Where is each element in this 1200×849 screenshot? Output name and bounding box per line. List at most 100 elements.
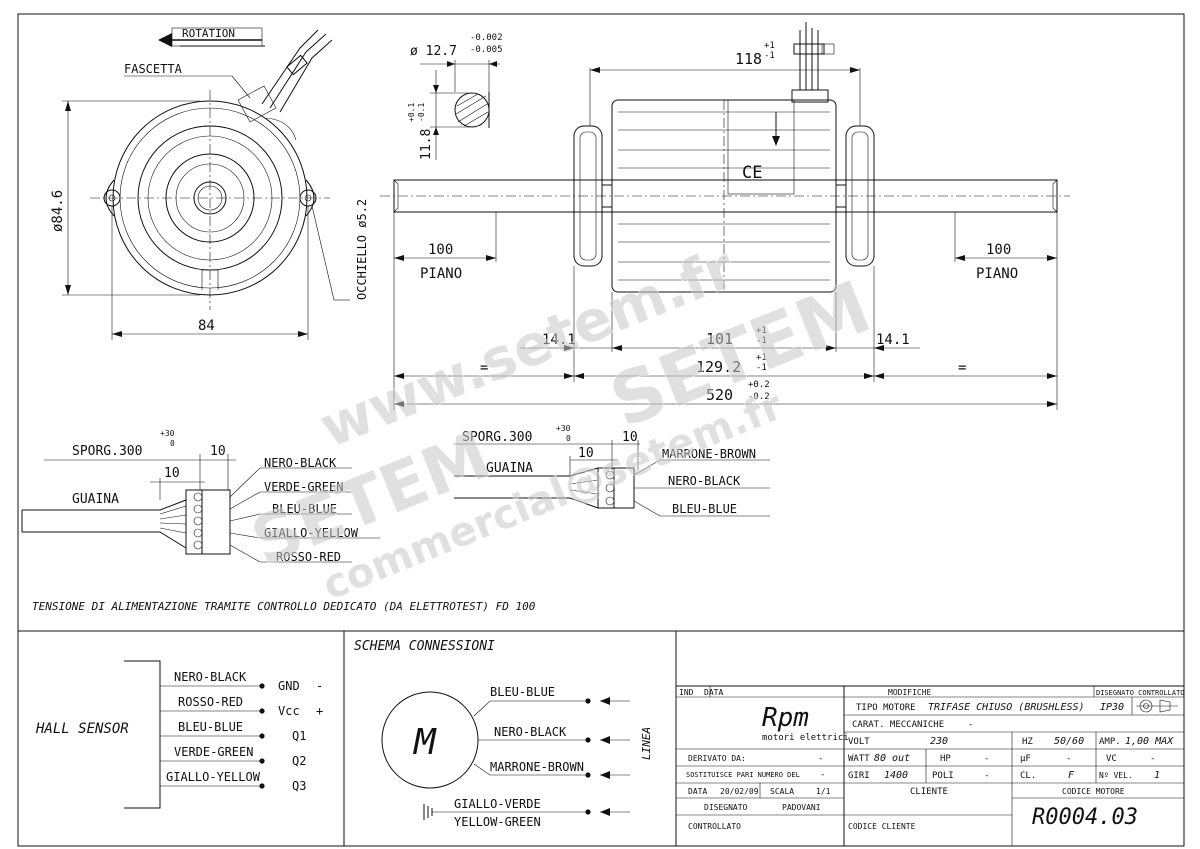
tb-hz-label: HZ <box>1022 737 1033 747</box>
connector-left-sporg: SPORG.300 <box>72 444 142 459</box>
hall-sign-2: + <box>316 704 323 718</box>
tb-disegnato-value: PADOVANI <box>782 803 821 812</box>
tb-hp-value: - <box>984 754 989 764</box>
hall-wire-5: GIALLO-YELLOW <box>166 770 261 784</box>
front-view: ROTATION FASCETTA <box>50 27 369 340</box>
schema-wire-1: BLEU-BLUE <box>490 685 555 699</box>
dim-129-2: 129.2 <box>696 358 741 376</box>
connector-right-wire-2: NERO-BLACK <box>668 474 741 488</box>
dim-14-1-right: 14.1 <box>876 332 910 348</box>
connector-left-wire-5: ROSSO-RED <box>276 550 341 564</box>
tb-cliente-label: CLIENTE <box>910 787 948 797</box>
dim-101: 101 <box>706 330 733 348</box>
ground-label-it: GIALLO-VERDE <box>454 797 541 811</box>
schema-title: SCHEMA CONNESSIONI <box>354 639 495 654</box>
dim-129-2-tol-upper: +1 <box>756 353 767 363</box>
ce-mark: CE <box>742 163 762 183</box>
tb-sostituisce-label: SOSTITUISCE PARI NUMERO DEL <box>686 771 800 779</box>
tb-volt-label: VOLT <box>848 737 870 747</box>
tb-scala-label: SCALA <box>770 787 794 796</box>
shaft-diameter-tol-upper: -0.002 <box>470 33 503 43</box>
tb-nvel-value: 1 <box>1154 770 1160 781</box>
tb-poli-value: - <box>984 771 989 781</box>
piano-right-value: 100 <box>986 242 1011 258</box>
hall-wire-4: VERDE-GREEN <box>174 745 253 759</box>
tb-tipo-label: TIPO MOTORE <box>856 703 916 713</box>
dim-101-tol-upper: +1 <box>756 326 767 336</box>
tb-volt-value: 230 <box>930 736 948 747</box>
supply-note: TENSIONE DI ALIMENTAZIONE TRAMITE CONTRO… <box>32 600 536 613</box>
hall-signal-4: Q2 <box>292 754 306 768</box>
connector-left-wire-1: NERO-BLACK <box>264 456 337 470</box>
connector-left-dim-10-b: 10 <box>164 466 180 481</box>
schema-connessioni: SCHEMA CONNESSIONI M BLEU-BLUE NERO-BLAC… <box>354 639 653 829</box>
tb-data-value: 20/02/09 <box>720 787 759 796</box>
shaft-diameter-label: ø 12.7 <box>410 44 457 59</box>
shaft-flat-label: 11.8 <box>419 129 434 160</box>
tb-uf-label: µF <box>1020 754 1031 764</box>
hall-sign-1: - <box>316 679 323 693</box>
drawing-border <box>17 13 1185 847</box>
piano-left-value: 100 <box>428 242 453 258</box>
connector-left-wire-3: BLEU-BLUE <box>272 502 337 516</box>
dim-118: 118 <box>735 50 762 68</box>
tb-amp-label: AMP. <box>1099 737 1121 747</box>
connector-right: SPORG.300 +30 0 10 10 GUAINA MARRONE-BRO… <box>454 424 770 517</box>
hall-signal-5: Q3 <box>292 779 306 793</box>
dim-14-1-left: 14.1 <box>542 332 576 348</box>
hall-wire-3: BLEU-BLUE <box>178 720 243 734</box>
tb-amp-value: 1,00 MAX <box>1125 736 1174 747</box>
tb-controllato-label: CONTROLLATO <box>688 822 741 831</box>
rpm-logo-sub: motori elettrici <box>762 733 849 743</box>
hall-wire-2: ROSSO-RED <box>178 695 243 709</box>
connector-left-wire-4: GIALLO-YELLOW <box>264 526 359 540</box>
tb-codice-motore-value: R0004.03 <box>1032 805 1138 830</box>
connector-right-dim-10-a: 10 <box>622 430 638 445</box>
tb-modifiche: MODIFICHE <box>888 688 932 697</box>
side-view: CE 118 +1 -1 100 PIANO 100 PIANO <box>380 22 1070 410</box>
tb-codice-cliente-label: CODICE CLIENTE <box>848 822 916 831</box>
tb-vc-value: - <box>1150 754 1155 764</box>
shaft-detail: ø 12.7 -0.002 -0.005 11.8 +0.1 -0.1 <box>407 33 503 160</box>
ground-label-en: YELLOW-GREEN <box>454 815 541 829</box>
shaft-diameter-tol-lower: -0.005 <box>470 45 503 55</box>
connector-left-guaina: GUAINA <box>72 492 119 507</box>
hall-sensor-title: HALL SENSOR <box>35 721 129 737</box>
hall-wire-1: NERO-BLACK <box>174 670 247 684</box>
connector-left-dim-10-a: 10 <box>210 444 226 459</box>
dim-520-tol-lower: -0.2 <box>748 392 770 402</box>
tb-carat-label: CARAT. MECCANICHE <box>852 720 944 730</box>
hall-signal-2: Vcc <box>278 704 300 718</box>
tb-tipo-value: TRIFASE CHIUSO (BRUSHLESS) <box>928 702 1085 713</box>
connector-right-dim-10-b: 10 <box>578 446 594 461</box>
tb-carat-value: - <box>968 720 973 730</box>
tb-data-label: DATA <box>688 787 707 796</box>
dim-equal-right: = <box>958 360 966 376</box>
connector-right-guaina: GUAINA <box>486 461 533 476</box>
tb-codice-motore-label: CODICE MOTORE <box>1062 787 1125 796</box>
tb-disegnato-controllato: DISEGNATO CONTROLLATO <box>1096 689 1185 697</box>
dim-101-tol-lower: -1 <box>756 336 767 346</box>
motor-letter: M <box>412 722 437 763</box>
tb-derivato-label: DERIVATO DA: <box>688 754 746 763</box>
hall-signal-1: GND <box>278 679 300 693</box>
connector-right-sporg-tol-lower: 0 <box>566 434 571 443</box>
hall-signal-3: Q1 <box>292 729 306 743</box>
tb-ind: IND <box>679 688 694 697</box>
tb-watt-label: WATT <box>848 754 870 764</box>
connector-right-sporg: SPORG.300 <box>462 430 532 445</box>
tb-data-hdr: DATA <box>704 688 723 697</box>
occhiello-label: OCCHIELLO ø5.2 <box>355 199 369 300</box>
dim-520: 520 <box>706 386 733 404</box>
tb-scala-value: 1/1 <box>816 787 831 796</box>
dim-129-2-tol-lower: -1 <box>756 363 767 373</box>
linea-label: LINEA <box>640 727 653 760</box>
tb-derivato-value: - <box>818 754 823 764</box>
dim-520-tol-upper: +0.2 <box>748 380 770 390</box>
connector-left: SPORG.300 +30 0 10 10 GUAINA NERO-BLACK … <box>21 429 380 564</box>
connector-right-sporg-tol-upper: +30 <box>556 424 571 433</box>
tb-hz-value: 50/60 <box>1054 736 1084 747</box>
hall-sensor: HALL SENSOR NERO-BLACK ROSSO-RED BLEU-BL… <box>35 660 323 809</box>
tb-hp-label: HP <box>940 754 951 764</box>
schema-wire-3: MARRONE-BROWN <box>490 760 584 774</box>
